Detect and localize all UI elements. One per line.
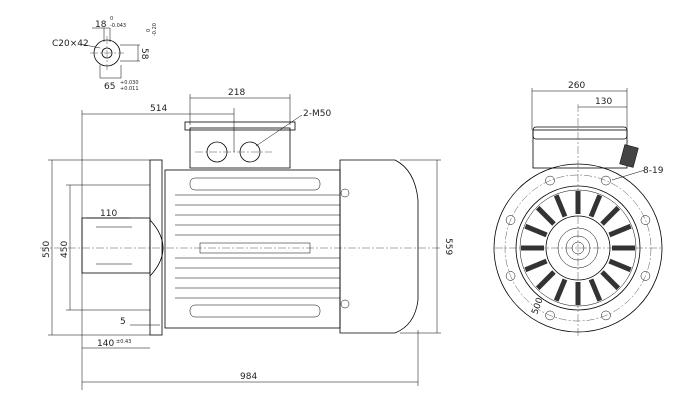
dim-140: 140 <box>97 339 114 349</box>
dim-5: 5 <box>120 317 126 327</box>
dim-218: 218 <box>228 88 245 98</box>
dim-514: 514 <box>150 104 167 114</box>
pcd-500: 500 <box>530 296 545 316</box>
cooling-fin <box>524 223 548 238</box>
dim-140-tolerance: ±0.43 <box>116 339 131 345</box>
dim-450: 450 <box>60 241 70 258</box>
key-depth-label: 58 <box>139 48 149 60</box>
cooling-fin <box>600 205 621 226</box>
front-view: 260 130 8-19 500 <box>493 81 664 336</box>
bolt-hole <box>601 175 611 186</box>
dim-984: 984 <box>240 372 257 382</box>
bolt-hole <box>545 175 555 186</box>
cooling-fin <box>588 194 603 218</box>
bolt-hole <box>601 310 611 321</box>
key-tol-upper: 0 <box>110 16 113 22</box>
cooling-fin <box>535 205 556 226</box>
key-tol-lower: -0.043 <box>110 23 126 29</box>
bolt-hole <box>505 271 516 281</box>
cooling-fin <box>608 223 632 238</box>
bolt-hole <box>545 310 555 321</box>
cooling-fin <box>553 194 568 218</box>
bolt-hole <box>640 215 651 225</box>
cooling-fin <box>588 278 603 302</box>
mounting-holes-label: 8-19 <box>643 166 664 176</box>
depth-tol-upper: 0 <box>146 29 152 32</box>
dim-260: 260 <box>568 81 585 91</box>
diameter-label: 65 <box>104 82 115 92</box>
shaft-section-view: 18 0 -0.043 0 -0.20 C20×42 58 65 +0.030 … <box>52 16 158 92</box>
dim-110: 110 <box>100 209 117 219</box>
cooling-fin <box>524 258 548 273</box>
cooling-fin <box>535 270 556 291</box>
bolt-hole <box>505 215 516 225</box>
bolt-hole <box>640 271 651 281</box>
cooling-fin <box>553 278 568 302</box>
chamfer-label: C20×42 <box>52 39 89 49</box>
dia-tol-upper: +0.030 <box>120 80 139 86</box>
cooling-fin <box>600 270 621 291</box>
key-width-label: 18 <box>95 20 107 30</box>
dim-550: 550 <box>42 241 52 258</box>
depth-tol-lower: -0.20 <box>152 23 158 36</box>
side-view: 514 218 2-M50 110 550 450 5 140 ±0.43 55… <box>40 88 453 390</box>
cable-gland-label: 2-M50 <box>303 109 331 119</box>
dim-559: 559 <box>443 238 453 255</box>
dia-tol-lower: +0.011 <box>120 86 139 92</box>
cooling-fin <box>608 258 632 273</box>
dim-130: 130 <box>595 97 612 107</box>
